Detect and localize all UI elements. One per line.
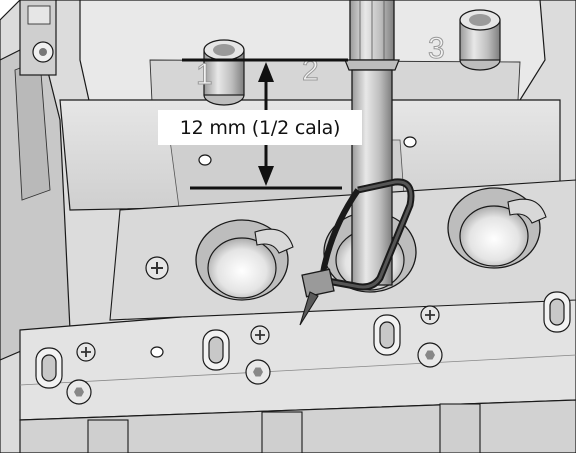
hex-screws <box>66 342 443 405</box>
upper-pins <box>203 9 501 106</box>
small-holes <box>150 136 417 358</box>
slot-numbers: 1 2 3 <box>196 32 446 92</box>
screwdriver-icon <box>344 0 400 286</box>
measurement-label: 12 mm (1/2 cala) <box>179 116 341 139</box>
bottom-tabs <box>87 403 481 453</box>
measurement-callout: 12 mm (1/2 cala) <box>158 110 362 145</box>
oval-slots <box>35 291 571 389</box>
slot-number-3: 3 <box>428 32 445 65</box>
top-left-connector <box>19 0 57 76</box>
slot-number-2: 2 <box>302 54 319 87</box>
slot-number-1: 1 <box>196 58 213 91</box>
cross-screws <box>76 256 440 362</box>
cable-tie-icon <box>299 178 415 326</box>
